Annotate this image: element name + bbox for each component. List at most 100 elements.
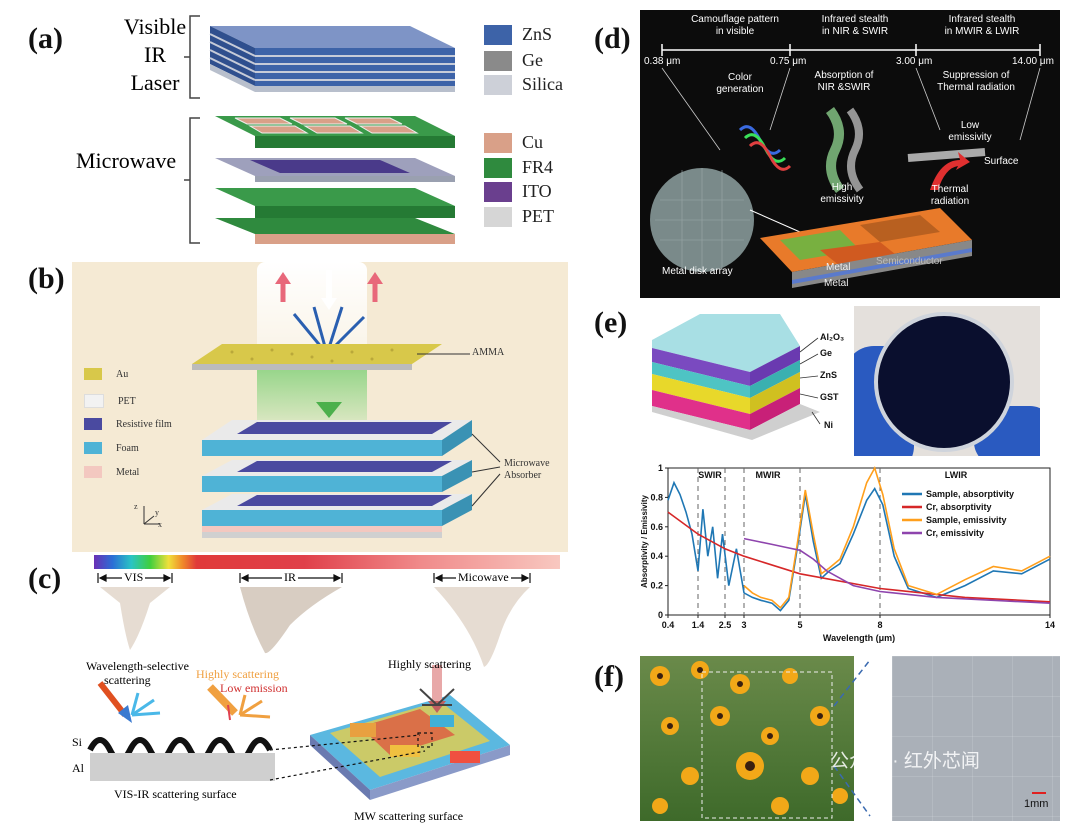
header-3-line2: in MWIR & LWIR <box>944 26 1020 37</box>
low-emission-label: Low emission <box>220 681 288 695</box>
flower-photo <box>640 656 854 821</box>
panel-f-letter: (f) <box>594 660 624 693</box>
header-1-line2: in visible <box>715 26 755 37</box>
scale-label: 1mm <box>1024 798 1049 810</box>
swatch <box>84 466 102 478</box>
arrow-icon <box>275 270 383 356</box>
highly-scattering-mid: Highly scattering <box>196 667 279 681</box>
legend-label: ZnS <box>522 24 553 44</box>
y-tick-label: 0.8 <box>650 492 663 502</box>
layer-ni: Ni <box>824 420 833 430</box>
suppress-line2: Thermal radiation <box>937 82 1015 93</box>
low-em-line1: Low <box>960 120 980 131</box>
x-tick-label: 5 <box>797 620 802 630</box>
series-line <box>667 511 1051 603</box>
surface-label: Surface <box>984 156 1019 167</box>
swatch <box>484 157 512 178</box>
swatch <box>484 24 512 45</box>
y-tick-label: 0 <box>658 610 663 620</box>
wafer-photo <box>854 306 1040 456</box>
x-tick-label: 14 <box>1045 620 1055 630</box>
label-ir: IR <box>144 42 166 67</box>
swatch <box>484 132 512 153</box>
legend-label: Cr, absorptivity <box>926 502 992 512</box>
thermal-arrow-icon <box>930 152 970 190</box>
swatch <box>84 442 102 454</box>
swatch <box>484 50 512 71</box>
band-label: SWIR <box>698 470 722 480</box>
panel-e-letter: (e) <box>594 306 628 339</box>
multilayer-illustration <box>652 314 821 440</box>
panel-c-illustration <box>87 573 531 800</box>
legend-label: FR4 <box>522 157 554 177</box>
al-label: Al <box>72 761 84 775</box>
legend-label: PET <box>118 395 136 407</box>
microscope-photo: 1mm <box>892 656 1060 821</box>
scale-bar <box>1032 792 1046 794</box>
absorb-line1: Absorption of <box>814 70 874 81</box>
legend-item: Foam <box>84 442 139 454</box>
legend-label: Au <box>116 368 129 380</box>
legend-item: Cu <box>484 132 543 153</box>
panel-f: 1mm 公众号 · 红外芯闻 <box>640 656 1060 821</box>
scattering-label: scattering <box>104 673 151 687</box>
band-microwave: Micowave <box>456 570 511 585</box>
microwave-absorber-label-2: Absorber <box>504 470 542 481</box>
legend-item: Metal <box>84 466 139 478</box>
wavelength-selective-label: Wavelength-selective <box>86 659 189 673</box>
layer-ge: Ge <box>820 348 833 358</box>
high-em-line1: High <box>831 182 853 193</box>
spectrum-bar <box>94 555 560 569</box>
legend-label: Cr, emissivity <box>926 528 984 538</box>
suppress-line1: Suppression of <box>942 70 1010 81</box>
x-tick-label: 2.5 <box>719 620 732 630</box>
layer-zns: ZnS <box>820 370 837 380</box>
label-visible: Visible <box>123 14 187 39</box>
mw-caption: MW scattering surface <box>354 809 464 823</box>
legend-item: Au <box>84 368 128 380</box>
legend-item: ZnS <box>484 24 552 45</box>
panel-b: AMMA Microwave Absorber z y x Au PET Res… <box>72 262 568 552</box>
swatch <box>84 394 104 408</box>
tick-038: 0.38 μm <box>644 56 681 67</box>
legend-item: FR4 <box>484 157 553 178</box>
vis-ir-caption: VIS-IR scattering surface <box>114 787 237 801</box>
x-tick-label: 0.4 <box>662 620 675 630</box>
legend-label: Sample, emissivity <box>926 515 1007 525</box>
legend-item: PET <box>84 394 136 408</box>
swatch <box>484 206 512 227</box>
si-label: Si <box>72 735 83 749</box>
band-label: LWIR <box>945 470 968 480</box>
panel-a: (a) Visible IR Laser Microwave <box>0 0 600 255</box>
axis-y: y <box>155 508 159 517</box>
swatch <box>484 181 512 202</box>
y-tick-label: 1 <box>658 463 663 473</box>
legend-item: PET <box>484 206 554 227</box>
series-line <box>667 480 1051 612</box>
x-tick-label: 1.4 <box>692 620 705 630</box>
series-line <box>743 465 1051 609</box>
thermal-line1: Thermal <box>931 184 969 195</box>
al-substrate <box>90 753 275 781</box>
metal-label-2: Metal <box>824 278 849 289</box>
legend-label: Foam <box>116 442 139 454</box>
wafer <box>874 312 1014 452</box>
microwave-absorber-label-1: Microwave <box>504 458 550 469</box>
x-tick-label: 8 <box>877 620 882 630</box>
x-axis-label: Wavelength (μm) <box>823 633 895 643</box>
low-em-line2: emissivity <box>948 132 992 143</box>
header-2-line2: in NIR & SWIR <box>821 26 889 37</box>
y-axis-label: Absorptivity / Emissivity <box>640 494 649 587</box>
legend-label: Metal <box>116 466 140 478</box>
panel-b-letter: (b) <box>28 262 65 295</box>
legend-label: Sample, absorptivity <box>926 489 1014 499</box>
watermark: 公众号 · 红外芯闻 <box>830 751 980 772</box>
x-tick-label: 3 <box>741 620 746 630</box>
